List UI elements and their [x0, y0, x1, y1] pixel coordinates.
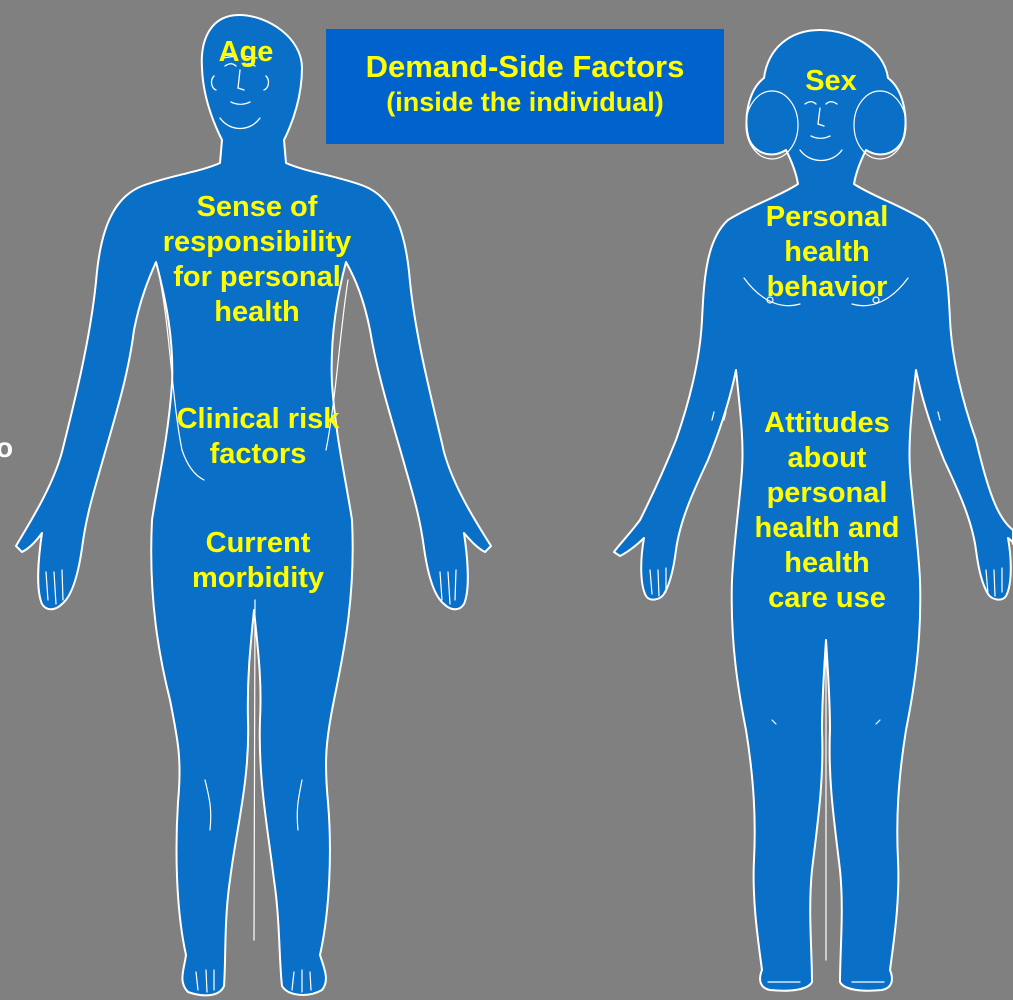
- male-figure: [16, 15, 491, 995]
- label-sex: Sex: [786, 64, 876, 99]
- title-subtitle: (inside the individual): [326, 85, 724, 119]
- label-current-morbidity: Current morbidity: [156, 526, 360, 596]
- label-sense-of-responsibility: Sense of responsibility for personal hea…: [126, 190, 388, 330]
- label-personal-health-behavior: Personal health behavior: [732, 200, 922, 305]
- male-leg-divider: [254, 600, 255, 940]
- label-clinical-risk-factors: Clinical risk factors: [146, 402, 370, 472]
- male-body-silhouette: [16, 15, 491, 995]
- label-age: Age: [196, 35, 296, 70]
- label-attitudes-health-care-use: Attitudes about personal health and heal…: [722, 406, 932, 616]
- cutoff-text-fragment: o: [0, 432, 13, 464]
- title-main: Demand-Side Factors: [326, 29, 724, 85]
- title-box: Demand-Side Factors (inside the individu…: [326, 29, 724, 144]
